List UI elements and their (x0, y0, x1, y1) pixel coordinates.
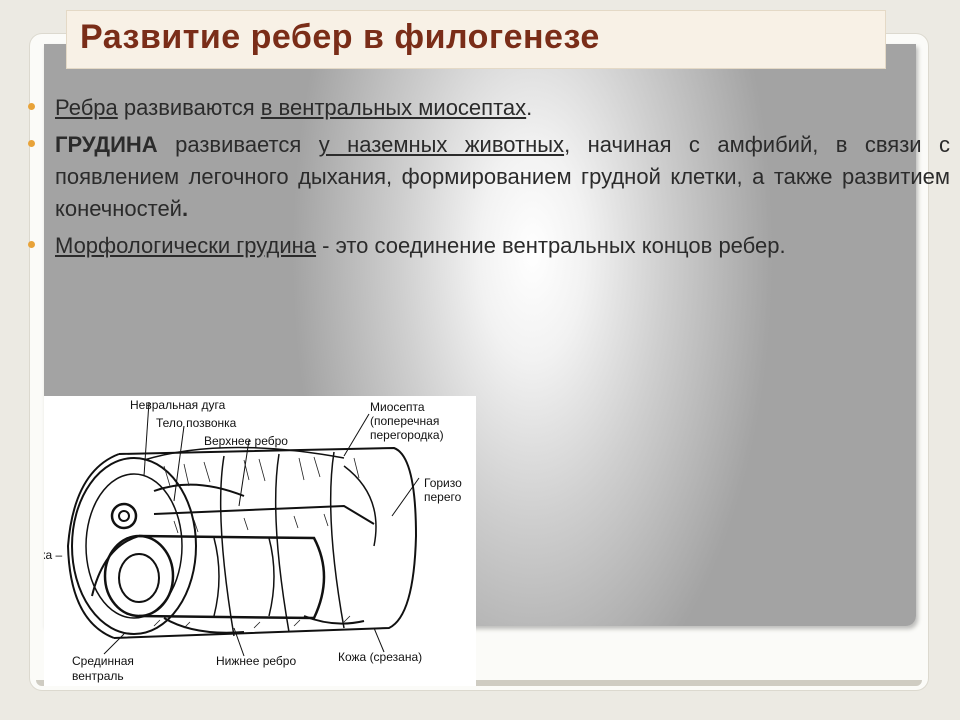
bullet-list: Ребра развиваются в вентральных миосепта… (28, 92, 951, 267)
label-myosepta-sub1: (поперечная (370, 414, 440, 428)
bullet-text-part: развивается (157, 132, 319, 157)
title-box (66, 10, 886, 69)
label-myosepta-sub2: перегородка) (370, 428, 444, 442)
label-horizontal-1: Горизо (424, 476, 462, 490)
rib-diagram (66, 401, 420, 657)
label-horizontal-2: перего (424, 490, 462, 504)
bullet-dot-icon (28, 103, 35, 110)
label-neural-arch: Невральная дуга (130, 398, 226, 412)
label-lower-rib: Нижнее ребро (216, 654, 297, 668)
label-median-2: вентраль (72, 669, 124, 683)
bullet-text-part: . (181, 196, 189, 221)
bullet-text-part: , начиная с амфибий, в связи с появление… (55, 132, 951, 221)
bullet-text-part: Морфологически грудина (55, 233, 317, 258)
bullet-text-part: развиваются (117, 95, 261, 120)
bullet-item: ГРУДИНА развивается у наземных животных,… (28, 129, 951, 225)
bullet-dot-icon (28, 140, 35, 147)
bullet-item: Морфологически грудина - это соединение … (28, 230, 950, 262)
label-myosepta: Миосепта (370, 400, 425, 414)
label-upper-rib: Верхнее ребро (204, 434, 288, 448)
label-skin: Кожа (срезана) (338, 650, 423, 664)
bullet-text-part: . (526, 95, 533, 120)
bullet-text-part: ГРУДИНА (55, 132, 158, 157)
bullet-text-part: в вентральных миосептах (260, 95, 527, 120)
label-left-cut: ка – (44, 548, 63, 562)
label-median-1: Срединная (72, 654, 134, 668)
label-vertebra-body: Тело позвонка (156, 416, 237, 430)
bullet-item: Ребра развиваются в вентральных миосепта… (28, 92, 950, 124)
bullet-text-part: Ребра (55, 95, 118, 120)
bullet-text-part: у наземных животных (318, 132, 565, 157)
slide-frame-shadow (36, 680, 922, 686)
bullet-dot-icon (28, 241, 35, 248)
anatomy-figure: Невральная дуга Тело позвонка Верхнее ре… (44, 396, 476, 686)
slide-title: Развитие ребер в филогенезе (80, 18, 600, 56)
bullet-text-part: - это соединение вентральных концов ребе… (316, 233, 786, 258)
